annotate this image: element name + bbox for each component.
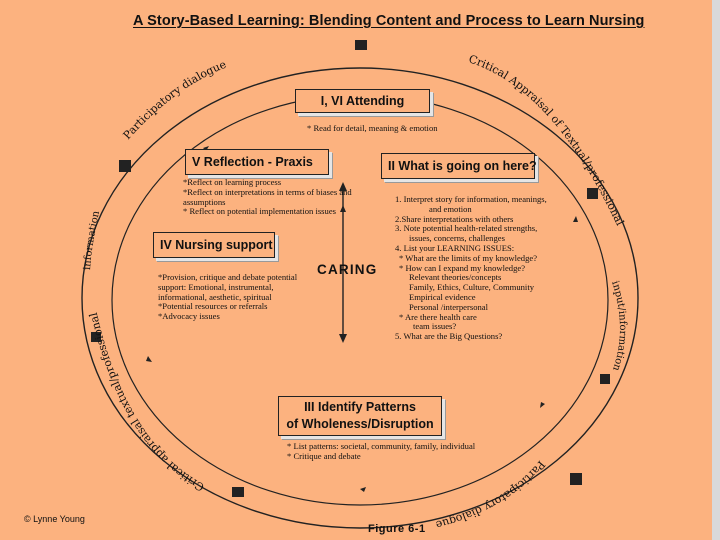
patterns-item: * Critique and debate [287,450,361,461]
stage-attending-label: I, VI Attending [320,94,405,108]
stage-nursing-support-label: IV Nursing support [160,238,273,252]
stage-patterns-label-2: of Wholeness/Disruption [286,417,434,431]
nursing-support-items: *Provision, critique and debate potentia… [158,272,298,322]
ring-arrow [573,216,578,222]
whats-going-on-item: 5. What are the Big Questions? [395,331,503,342]
reflection-arrow [340,205,346,212]
patterns-items: * List patterns: societal, community, fa… [287,441,476,462]
whats-going-on-item: 3. Note potential health-related strengt… [395,223,538,234]
reflection-items: *Reflect on learning process *Reflect on… [183,177,352,217]
ring-marker [232,487,244,497]
central-arrow-head-down [339,334,347,343]
diagram-title: A Story-Based Learning: Blending Content… [133,13,645,29]
ring-marker [570,473,582,485]
reflection-item: * Reflect on potential implementation is… [183,206,336,217]
stage-reflection-label: V Reflection - Praxis [192,155,313,169]
attending-note: * Read for detail, meaning & emotion [307,123,438,133]
ring-arrow [360,487,366,492]
page-edge [712,0,720,540]
nursing-support-item: *Potential resources or referrals [158,301,268,312]
participatory-dialogue-label: Participatory dialogue [121,58,228,142]
central-arrow-head-up [339,182,347,191]
whats-going-on-item: 1. Interpret story for information, mean… [395,194,547,204]
reflection-item: assumptions [183,196,226,207]
whats-going-on-item: 4. List your LEARNING ISSUES: [395,242,515,253]
ring-marker [91,332,101,342]
patterns-item: * List patterns: societal, community, fa… [287,441,476,451]
copyright-notice: © Lynne Young [24,514,85,524]
nursing-support-item: support: Emotional, instrumental, [158,281,274,292]
nursing-support-item: *Advocacy issues [158,311,220,322]
ring-arrow [203,146,209,151]
outer-cycle-ring [81,67,639,529]
ring-arrow [146,356,152,362]
ring-marker [600,374,610,384]
whats-going-on-item: team issues? [413,321,457,332]
whats-going-on-item: Relevant theories/concepts [409,272,502,283]
ring-marker [119,160,131,172]
stage-patterns-label-1: III Identify Patterns [304,400,416,414]
whats-going-on-item: * How can I expand my knowledge? [399,262,526,273]
whats-going-on-item: 2.Share interpretations with others [395,213,514,224]
whats-going-on-items: 1. Interpret story for information, mean… [395,194,547,342]
stage-attending-box: I, VI Attending [295,89,430,113]
whats-going-on-item: Personal /interpersonal [409,301,488,312]
stage-whats-going-on-box: II What is going on here? [381,153,537,179]
stage-nursing-support-box: IV Nursing support [153,232,275,258]
whats-going-on-item: Family, Ethics, Culture, Community [409,282,535,293]
reflection-item: *Reflect on learning process [183,177,282,187]
ring-arrow [540,402,545,408]
ring-marker [355,40,367,50]
input-information-label: input/information [609,280,628,373]
critical-bottom-path: Critical appraisal textual/professional [87,311,207,494]
participatory-dialogue-bottom-label: Participatory dialogue [434,458,547,531]
whats-going-on-item: * What are the limits of my knowledge? [399,252,538,263]
stage-whats-going-on-label: II What is going on here? [388,159,537,173]
stage-reflection-box: V Reflection - Praxis [185,149,329,175]
nursing-support-item: *Provision, critique and debate potentia… [158,272,298,282]
whats-going-on-item: issues, concerns, challenges [409,233,505,244]
figure-caption: Figure 6-1 [368,523,426,535]
whats-going-on-item: * Are there health care [399,311,477,322]
critical-appraisal-bottom-label: Critical appraisal textual/professional [87,311,207,494]
ring-marker [587,188,598,199]
whats-going-on-item: and emotion [429,203,472,214]
whats-going-on-item: Empirical evidence [409,291,476,302]
information-left-label: information [82,209,102,270]
reflection-item: *Reflect on interpretations in terms of … [183,186,352,197]
caring-center-label: CARING [317,262,378,277]
nursing-support-item: informational, aesthetic, spiritual [158,291,272,302]
stage-patterns-box: III Identify Patterns of Wholeness/Disru… [278,396,442,436]
